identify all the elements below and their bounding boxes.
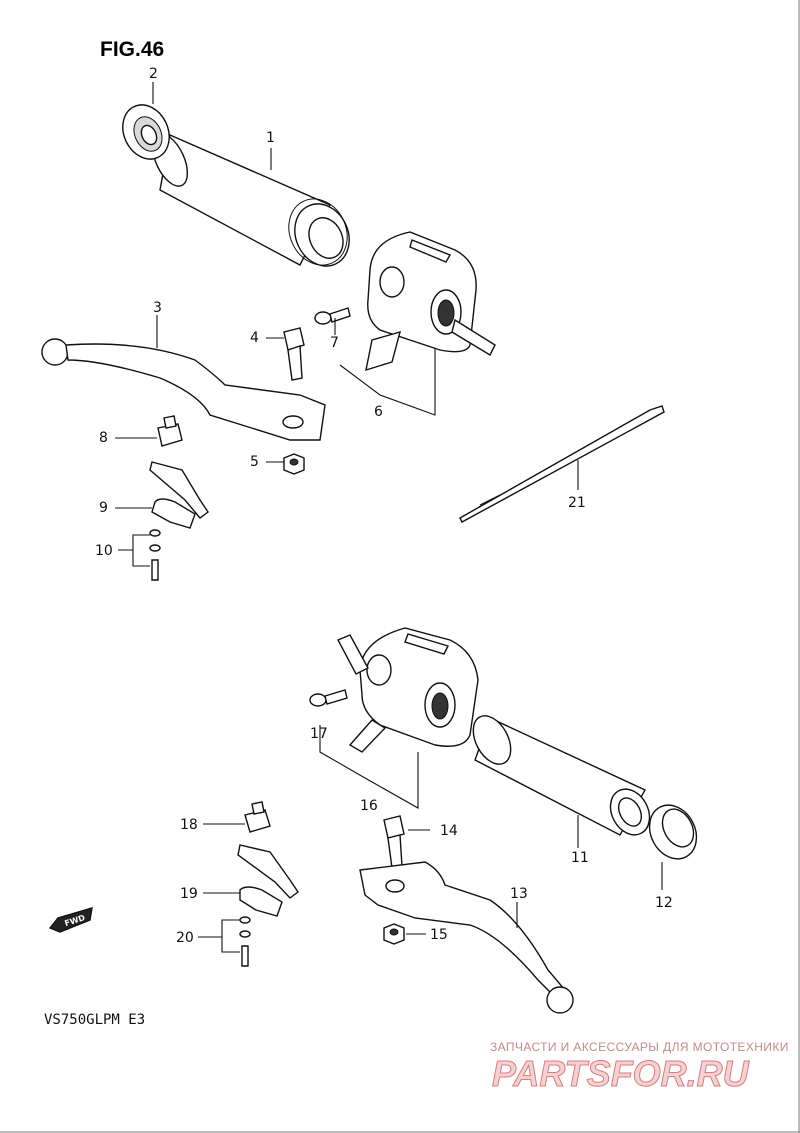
clutch-switch-lower [244, 801, 271, 833]
callout-20: 20 [176, 930, 194, 946]
left-switch-housing [337, 627, 479, 753]
callout-3: 3 [153, 300, 162, 316]
callout-4: 4 [250, 330, 259, 346]
callout-13: 13 [510, 886, 528, 902]
callout-2: 2 [149, 66, 158, 82]
model-code: VS750GLPM E3 [44, 1012, 145, 1028]
lever-nut-lower [383, 923, 405, 945]
cable-tie [459, 405, 665, 523]
callout-17: 17 [310, 726, 328, 742]
watermark-logo: PARTSFOR.RU [492, 1053, 750, 1094]
holder-screw-upper [149, 529, 161, 581]
watermark: ЗАПЧАСТИ И АКСЕССУАРЫ ДЛЯ МОТОТЕХНИКИ PA… [490, 1040, 789, 1095]
callout-14: 14 [440, 823, 458, 839]
throttle-grip [151, 133, 350, 267]
figure-title: FIG.46 [100, 38, 164, 61]
callout-19: 19 [180, 886, 198, 902]
callout-12: 12 [655, 895, 673, 911]
left-grip [472, 715, 651, 836]
screw-upper [314, 307, 351, 325]
clutch-lever [359, 861, 574, 1014]
screw-lower [309, 689, 348, 707]
lever-holder-lower [237, 844, 299, 917]
callout-8: 8 [99, 430, 108, 446]
callout-16: 16 [360, 798, 378, 814]
holder-screw-lower [239, 916, 251, 967]
lever-nut-upper [283, 453, 305, 475]
watermark-tagline: ЗАПЧАСТИ И АКСЕССУАРЫ ДЛЯ МОТОТЕХНИКИ [490, 1040, 789, 1054]
callout-1: 1 [266, 130, 275, 146]
leader-lines [115, 82, 663, 953]
callout-18: 18 [180, 817, 198, 833]
callout-9: 9 [99, 500, 108, 516]
front-brake-lever [41, 338, 326, 441]
lever-pivot-bolt-upper [283, 327, 305, 381]
callout-11: 11 [571, 850, 589, 866]
callout-labels: 1 2 3 4 5 6 7 8 9 10 11 12 13 14 15 16 1… [95, 66, 673, 946]
callout-21: 21 [568, 495, 586, 511]
callout-6: 6 [374, 404, 383, 420]
lever-pivot-bolt-lower [383, 815, 405, 869]
brake-light-switch-upper [157, 415, 183, 447]
callout-7: 7 [330, 335, 339, 351]
callout-10: 10 [95, 543, 113, 559]
grip-end-cap-upper [122, 104, 170, 160]
callout-15: 15 [430, 927, 448, 943]
callout-5: 5 [250, 454, 259, 470]
right-switch-housing [365, 231, 496, 372]
grip-end-cap-lower [648, 804, 698, 860]
forward-direction-badge: FWD [48, 907, 93, 933]
lever-holder-upper [149, 461, 209, 529]
